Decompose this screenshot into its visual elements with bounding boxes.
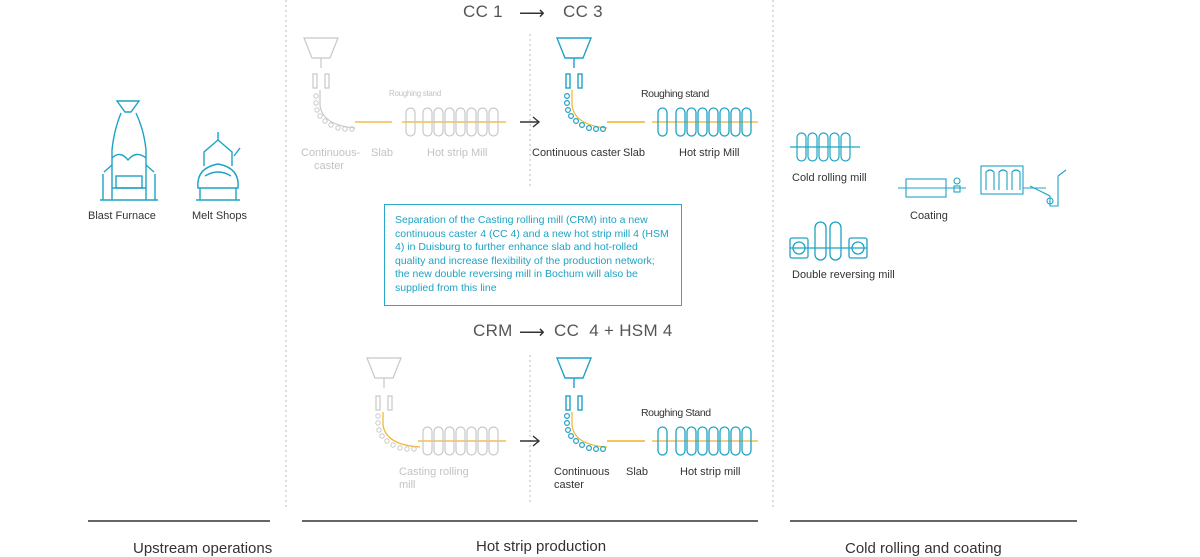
new-caster-top-icon	[555, 37, 593, 89]
new-mill-top-icon	[652, 107, 758, 137]
old-crm-label: Casting rolling mill	[399, 466, 469, 491]
old-caster-top-rollers	[313, 93, 355, 132]
old-caster-top-icon	[303, 37, 356, 129]
new-caster-bottom-icon	[555, 357, 593, 411]
new-roughing-stand-label: Roughing stand	[641, 88, 709, 100]
melt-shop-icon	[196, 132, 241, 201]
bottom-heading-arrow: ⟶	[519, 322, 545, 342]
old-crm-rollers	[375, 413, 417, 452]
new-mill-label: Hot strip Mill	[679, 147, 740, 159]
new-caster-label: Continuous caster	[532, 147, 621, 159]
double-reversing-mill-label: Double reversing mill	[792, 269, 895, 281]
bottom-caster-label: Continuous caster	[554, 466, 610, 491]
top-to-heading: CC 3	[563, 2, 603, 21]
new-mill-bottom-icon	[652, 426, 758, 456]
old-caster-label: Continuous- caster	[301, 147, 361, 172]
cold-rolling-mill-icon	[790, 132, 860, 162]
section-hot-strip-label: Hot strip production	[476, 538, 607, 555]
bottom-to-heading: CC 4 + HSM 4	[554, 321, 673, 340]
section-upstream-label: Upstream operations	[133, 540, 273, 557]
bottom-transition-arrow	[520, 435, 541, 447]
bottom-mill-label: Hot strip mill	[680, 466, 741, 478]
old-mill-top-icon	[402, 107, 506, 137]
old-mill-label: Hot strip Mill	[427, 147, 488, 159]
new-slab-label: Slab	[623, 147, 646, 159]
top-from-heading: CC 1	[463, 2, 503, 21]
new-caster-top-rollers	[563, 92, 606, 132]
double-reversing-mill-icon	[789, 221, 868, 261]
top-heading-arrow: ⟶	[519, 3, 545, 23]
top-transition-arrow	[520, 116, 541, 128]
old-roughing-stand-label: Roughing stand	[389, 89, 441, 98]
coating-label: Coating	[910, 210, 948, 222]
new-caster-bottom-rollers	[563, 413, 606, 453]
callout-box: Separation of the Casting rolling mill (…	[384, 204, 682, 306]
old-crm-caster-icon	[366, 357, 402, 411]
bottom-from-heading: CRM	[473, 321, 513, 340]
melt-shops-label: Melt Shops	[192, 210, 248, 222]
cold-rolling-mill-label: Cold rolling mill	[792, 172, 867, 184]
bottom-slab-label: Slab	[626, 466, 649, 478]
coating-line-icon	[898, 165, 1067, 207]
bottom-roughing-stand-label: Roughing Stand	[641, 407, 711, 419]
section-cold-rolling-label: Cold rolling and coating	[845, 540, 1002, 557]
old-crm-mill-icon	[418, 426, 506, 456]
blast-furnace-label: Blast Furnace	[88, 210, 156, 222]
blast-furnace-icon	[100, 100, 158, 201]
old-slab-label: Slab	[371, 147, 394, 159]
